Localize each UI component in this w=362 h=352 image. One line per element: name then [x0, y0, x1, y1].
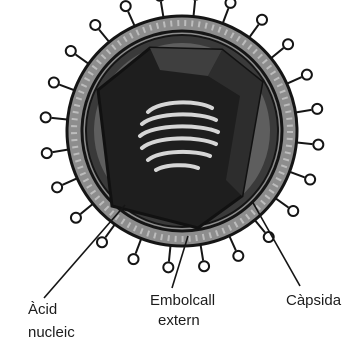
spike-head [283, 39, 293, 49]
spike [52, 177, 80, 192]
label-nucleic-acid-line2: nucleic [28, 324, 75, 341]
spike-head [313, 140, 323, 150]
spike-head [257, 15, 267, 25]
spike [66, 46, 91, 66]
spike [287, 171, 315, 185]
spike-head [302, 70, 312, 80]
spike [71, 202, 95, 223]
spike-head [225, 0, 235, 8]
spike-head [312, 104, 322, 114]
spike-head [199, 261, 209, 271]
label-capsid: Càpsida [286, 292, 342, 309]
spike [273, 196, 298, 216]
leader-line-nucleic-acid [44, 205, 125, 298]
spike-head [121, 1, 131, 11]
spike-head [129, 254, 139, 264]
spike [90, 20, 111, 44]
spike-head [155, 0, 165, 1]
label-envelope-line1: Embolcall [150, 292, 215, 309]
spike [247, 15, 267, 40]
spike-head [97, 237, 107, 247]
spike [121, 1, 136, 29]
spike-head [41, 112, 51, 122]
spike [284, 70, 312, 85]
spike-head [90, 20, 100, 30]
spike-head [52, 182, 62, 192]
spike-head [305, 174, 315, 184]
label-nucleic-acid-line1: Àcid [28, 301, 57, 318]
spike-head [163, 262, 173, 272]
spike-head [233, 251, 243, 261]
spike-head [66, 46, 76, 56]
spike-head [71, 213, 81, 223]
spike-head [288, 206, 298, 216]
spike-head [42, 148, 52, 158]
spike [49, 78, 77, 92]
spike-head [49, 78, 59, 88]
label-envelope-line2: extern [158, 312, 200, 329]
spike [228, 233, 243, 261]
spike [129, 236, 143, 264]
spike [269, 39, 293, 60]
